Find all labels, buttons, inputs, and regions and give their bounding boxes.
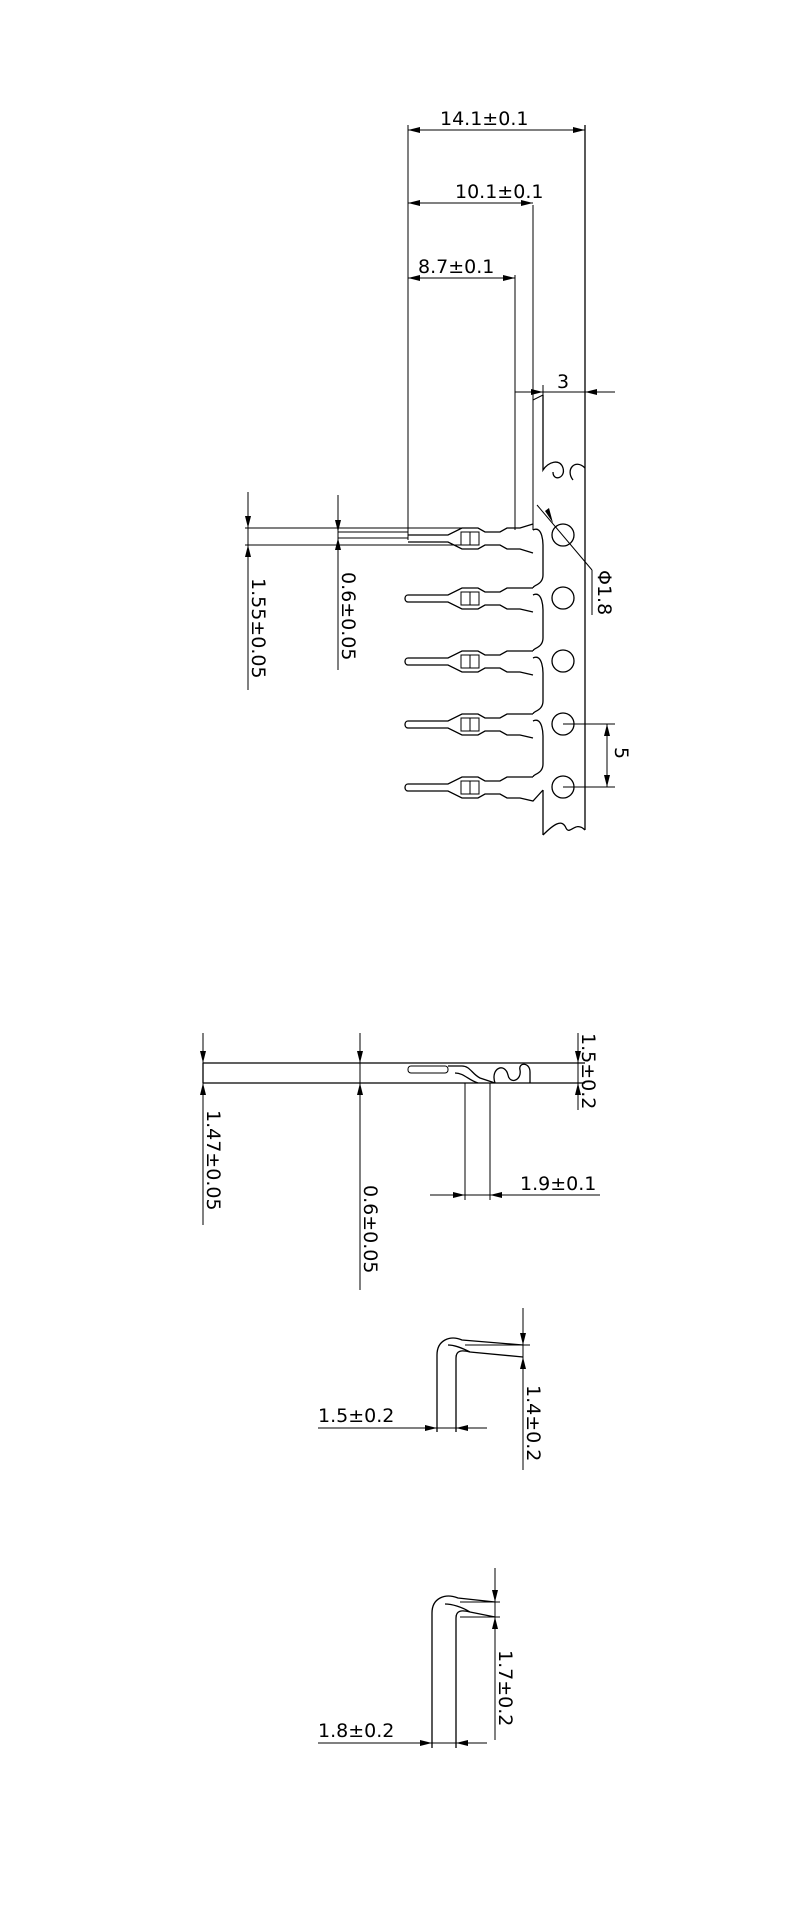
side-view: 1.5±0.2 1.9±0.1 1.47±0.05 0.6±0.05 xyxy=(200,1033,600,1290)
dim-width-mid: 10.1±0.1 xyxy=(455,181,543,203)
dim-bend-a-horizontal: 1.5±0.2 xyxy=(318,1405,394,1427)
dim-hole-diameter: Φ1.8 xyxy=(593,570,615,615)
terminal xyxy=(404,776,544,802)
dim-width-inner: 8.7±0.1 xyxy=(418,256,494,278)
feed-hole xyxy=(551,523,575,547)
dim-side-pin-width: 1.47±0.05 xyxy=(202,1110,224,1211)
dim-side-pin-thickness: 0.6±0.05 xyxy=(359,1185,381,1273)
dim-pitch: 5 xyxy=(610,747,632,759)
dim-bend-a-vertical: 1.4±0.2 xyxy=(522,1385,544,1461)
dim-bend-b-horizontal: 1.8±0.2 xyxy=(318,1720,394,1742)
dim-bend-b-vertical: 1.7±0.2 xyxy=(494,1650,516,1726)
dim-side-width: 1.9±0.1 xyxy=(520,1173,596,1195)
dim-pin-thickness: 0.6±0.05 xyxy=(337,572,359,660)
dim-width-total: 14.1±0.1 xyxy=(440,108,528,130)
terminal xyxy=(404,587,534,613)
terminal xyxy=(404,713,534,739)
feed-hole xyxy=(551,586,575,610)
bend-detail-a: 1.4±0.2 1.5±0.2 xyxy=(318,1308,544,1470)
bend-detail-b: 1.7±0.2 1.8±0.2 xyxy=(318,1568,516,1748)
dim-edge-offset: 3 xyxy=(557,371,569,393)
terminal xyxy=(404,650,534,676)
dim-pin-width: 1.55±0.05 xyxy=(247,578,269,679)
feed-hole xyxy=(551,649,575,673)
dim-side-height: 1.5±0.2 xyxy=(577,1033,599,1109)
top-view: 14.1±0.1 10.1±0.1 8.7±0.1 3 Φ1.8 5 xyxy=(245,108,632,836)
